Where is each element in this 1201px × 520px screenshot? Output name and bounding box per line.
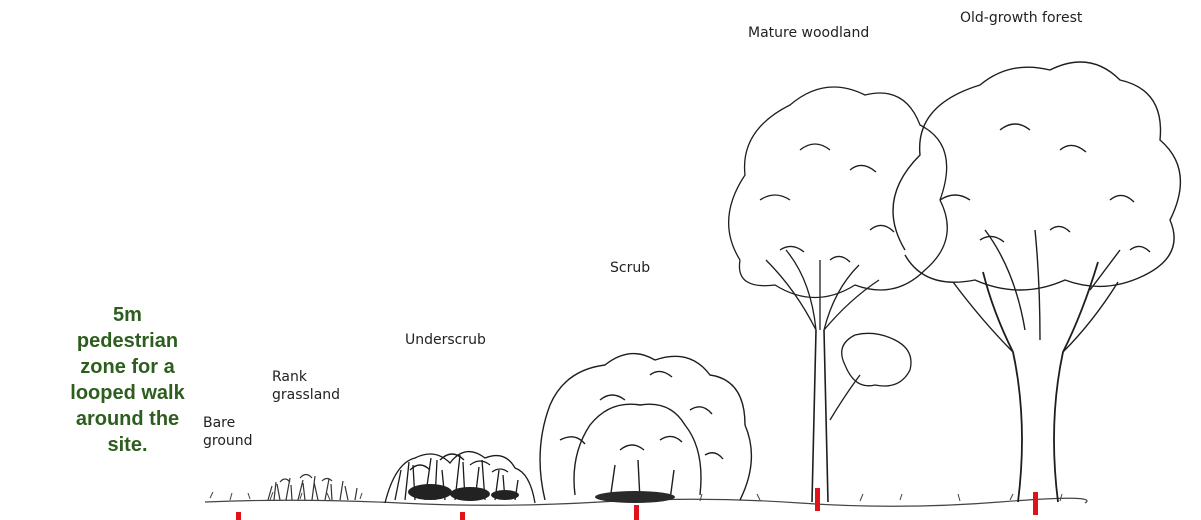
stage-label-underscrub: Underscrub: [405, 331, 486, 349]
boundary-marker: [1033, 492, 1038, 515]
boundary-marker: [815, 488, 820, 511]
stage-label-line: Scrub: [610, 259, 650, 277]
stage-label-line: ground: [203, 432, 253, 450]
stage-label-line: Underscrub: [405, 331, 486, 349]
stage-label-old-growth-forest: Old-growth forest: [960, 9, 1082, 27]
stage-label-line: Mature woodland: [748, 24, 869, 42]
side-note-line: looped walk: [45, 380, 210, 406]
side-note-line: zone for a: [45, 354, 210, 380]
boundary-marker: [460, 512, 465, 520]
stage-label-scrub: Scrub: [610, 259, 650, 277]
side-note-line: site.: [45, 432, 210, 458]
stage-label-rank-grassland: Rank grassland: [272, 368, 340, 404]
stage-label-line: Bare: [203, 414, 253, 432]
old-growth-forest-sketch: [893, 62, 1180, 502]
pedestrian-zone-note: 5m pedestrian zone for a looped walk aro…: [45, 302, 210, 458]
stage-label-mature-woodland: Mature woodland: [748, 24, 869, 42]
side-note-line: around the: [45, 406, 210, 432]
underscrub-shading: [408, 484, 519, 501]
stage-label-bare-ground: Bare ground: [203, 414, 253, 450]
boundary-marker: [236, 512, 241, 520]
stage-label-line: Rank: [272, 368, 340, 386]
stage-label-line: Old-growth forest: [960, 9, 1082, 27]
grassland-sketch: [268, 475, 357, 501]
boundary-marker: [634, 505, 639, 520]
side-note-line: pedestrian: [45, 328, 210, 354]
scrub-shadow: [595, 491, 675, 503]
mature-woodland-sketch: [729, 87, 948, 502]
scrub-sketch: [540, 354, 751, 500]
side-note-line: 5m: [45, 302, 210, 328]
stage-label-line: grassland: [272, 386, 340, 404]
